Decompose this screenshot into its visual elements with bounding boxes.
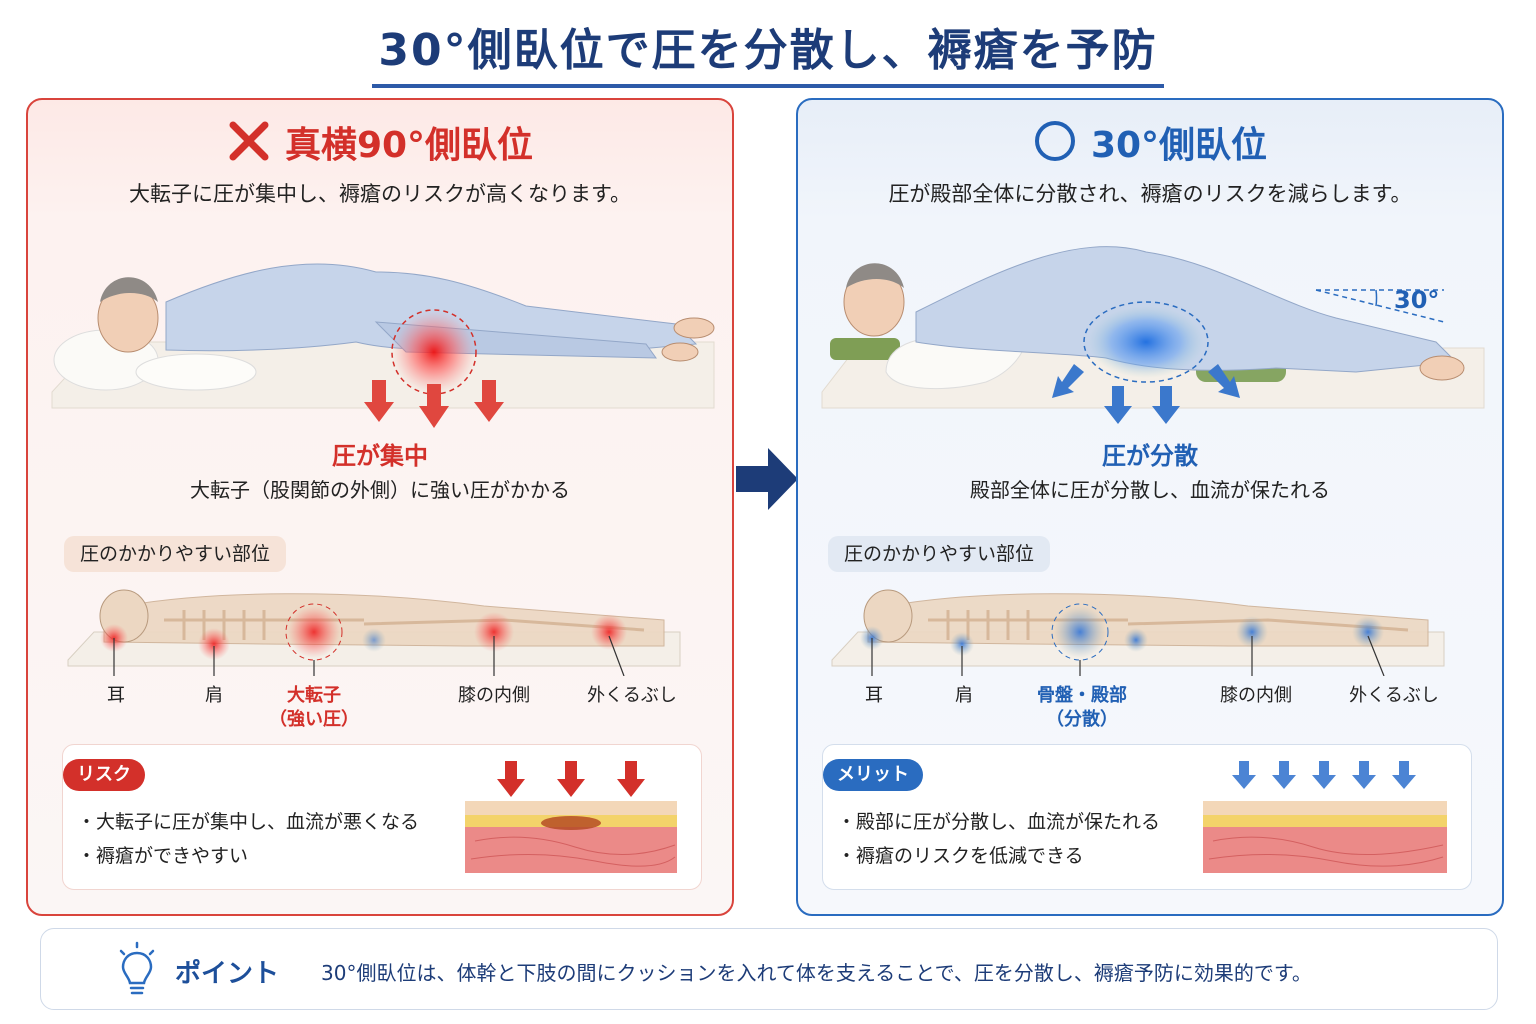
arrow-right-icon (736, 448, 798, 510)
point-bar: ポイント 30°側臥位は、体幹と下肢の間にクッションを入れて体を支えることで、圧… (40, 928, 1498, 1010)
site-ankle: 外くるぶし (587, 685, 677, 706)
pressure-sites-chip: 圧のかかりやすい部位 (64, 536, 287, 572)
panel-subtitle: 大転子に圧が集中し、褥瘡のリスクが高くなります。 (129, 182, 631, 206)
pressure-label: 圧が分散 (1102, 442, 1198, 470)
merit-box: メリット ・殿部に圧が分散し、血流が保たれる ・褥瘡のリスクを低減できる (822, 744, 1472, 890)
heading-text: 30°側臥位 (1090, 125, 1268, 166)
cross-icon (229, 121, 269, 161)
angle-label: 30° (1394, 286, 1439, 314)
panel-heading: 30°側臥位 (798, 116, 1502, 168)
site-knee: 膝の内側 (1220, 685, 1292, 706)
page-title: 30°側臥位で圧を分散し、褥瘡を予防 (372, 14, 1164, 88)
site-ear: 耳 (865, 685, 883, 706)
pressure-description: 殿部全体に圧が分散し、血流が保たれる (970, 478, 1330, 502)
site-pelvis-buttocks: 骨盤・殿部 （分散） (1037, 684, 1127, 732)
heading-text: 真横90°側臥位 (284, 125, 534, 166)
site-main-note: （分散） (1046, 709, 1118, 730)
risk-bullet: ・大転子に圧が集中し、血流が悪くなる (77, 811, 420, 833)
risk-box: リスク ・大転子に圧が集中し、血流が悪くなる ・褥瘡ができやすい (62, 744, 702, 890)
pressure-sites-chip: 圧のかかりやすい部位 (828, 536, 1051, 572)
site-shoulder: 肩 (205, 685, 223, 706)
lateral-90-illustration (51, 263, 715, 428)
site-main-name: 大転子 (287, 685, 341, 706)
merit-tag: メリット (823, 759, 923, 791)
skeleton-pressure-diagram (831, 589, 1445, 676)
skin-healthy-diagram (1203, 761, 1447, 873)
page-title-wrap: 30°側臥位で圧を分散し、褥瘡を予防 (0, 14, 1536, 88)
panel-30-degree: 30°側臥位 圧が殿部全体に分散され、褥瘡のリスクを減らします。 30° 圧が分… (796, 98, 1504, 916)
point-text: 30°側臥位は、体幹と下肢の間にクッションを入れて体を支えることで、圧を分散し、… (321, 961, 1312, 985)
site-greater-trochanter: 大転子 （強い圧） (269, 684, 359, 732)
circle-icon (1034, 121, 1075, 161)
risk-bullet: ・褥瘡ができやすい (77, 845, 249, 867)
risk-tag: リスク (63, 759, 145, 791)
lightbulb-icon (119, 941, 155, 995)
site-knee: 膝の内側 (458, 685, 530, 706)
site-ear: 耳 (107, 685, 125, 706)
site-shoulder: 肩 (955, 685, 973, 706)
pressure-description: 大転子（股関節の外側）に強い圧がかかる (190, 478, 570, 502)
point-label: ポイント (175, 959, 280, 989)
panel-90-degree: 真横90°側臥位 大転子に圧が集中し、褥瘡のリスクが高くなります。 圧が集中 大… (26, 98, 734, 916)
skeleton-pressure-diagram (67, 589, 681, 676)
site-ankle: 外くるぶし (1349, 685, 1439, 706)
merit-bullet: ・殿部に圧が分散し、血流が保たれる (837, 811, 1161, 833)
panel-heading: 真横90°側臥位 (28, 116, 732, 168)
site-main-note: （強い圧） (269, 709, 359, 730)
merit-bullet: ・褥瘡のリスクを低減できる (837, 845, 1084, 867)
skin-damage-diagram (465, 761, 677, 873)
panel-subtitle: 圧が殿部全体に分散され、褥瘡のリスクを減らします。 (888, 182, 1412, 206)
lateral-30-illustration: 30° (821, 246, 1485, 424)
pressure-label: 圧が集中 (332, 442, 428, 470)
site-main-name: 骨盤・殿部 (1037, 685, 1127, 706)
